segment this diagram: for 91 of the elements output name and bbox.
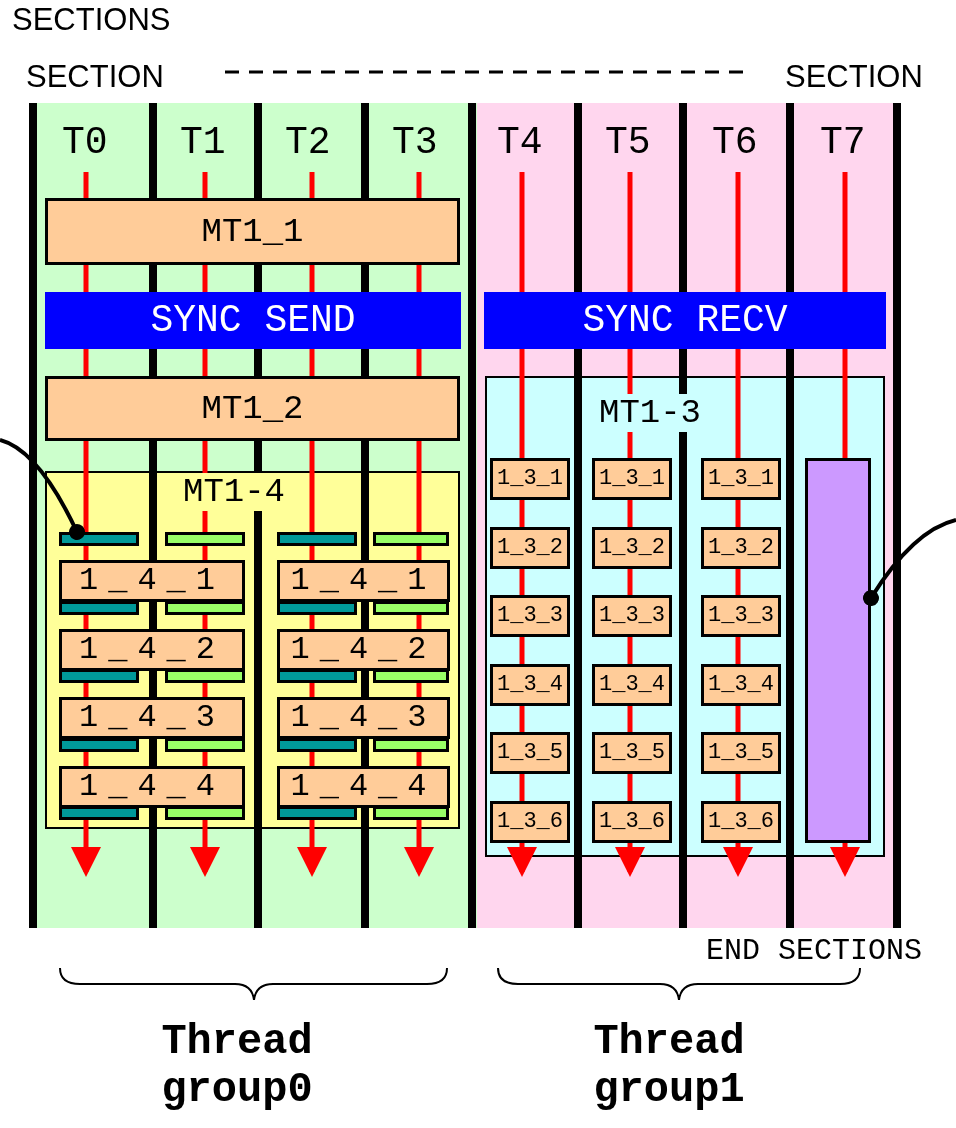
subtask-box bbox=[490, 526, 570, 569]
section-label: SECTION bbox=[785, 61, 923, 92]
section-label: SECTION bbox=[26, 61, 164, 92]
subtask-box bbox=[701, 526, 781, 569]
thread-label: T3 bbox=[392, 124, 438, 162]
box-label: 1_3_6 bbox=[708, 811, 774, 833]
thread-label: T0 bbox=[62, 124, 108, 162]
group-panel bbox=[485, 376, 885, 857]
box-label: 1_3_3 bbox=[599, 605, 665, 628]
subtask-box bbox=[277, 766, 450, 809]
sync-bar bbox=[45, 292, 461, 349]
leader-line bbox=[863, 518, 956, 606]
box-label: 1_3_3 bbox=[708, 605, 774, 628]
box-label: 1_3_3 bbox=[497, 605, 563, 628]
bar-marker bbox=[59, 532, 139, 546]
box-label: 1_3_2 bbox=[708, 536, 774, 559]
bar-marker bbox=[277, 806, 357, 820]
subtask-box bbox=[701, 663, 781, 706]
box-label: 1_3_1 bbox=[708, 468, 774, 490]
subtask-box bbox=[592, 526, 672, 569]
subtask-box bbox=[592, 458, 672, 500]
bar-marker bbox=[373, 806, 449, 820]
subtask-box bbox=[592, 732, 672, 775]
subtask-box bbox=[490, 663, 570, 706]
tall-bar bbox=[805, 458, 871, 843]
sync-bar bbox=[484, 292, 886, 349]
subtask-box bbox=[592, 595, 672, 638]
box-label: 1_3_5 bbox=[599, 742, 665, 765]
thread-label: T4 bbox=[497, 124, 543, 162]
subtask-box bbox=[701, 595, 781, 638]
subtask-box bbox=[277, 697, 450, 740]
box-label: 1_3_1 bbox=[599, 468, 665, 490]
box-label: 1_4_3 bbox=[290, 702, 437, 735]
box-label: 1_3_2 bbox=[497, 536, 563, 559]
bar-marker bbox=[373, 532, 449, 546]
leader-line bbox=[0, 438, 85, 540]
task-box bbox=[45, 198, 460, 265]
thread-group-label: Thread group1 bbox=[592, 1018, 746, 1115]
subtask-box bbox=[277, 560, 450, 602]
subtask-box bbox=[701, 801, 781, 843]
subtask-box bbox=[490, 458, 570, 500]
box-label: 1_3_4 bbox=[497, 673, 563, 696]
box-label: 1_3_6 bbox=[599, 811, 665, 833]
subtask-box bbox=[490, 732, 570, 775]
bar-marker bbox=[165, 806, 245, 820]
box-label: 1_4_2 bbox=[79, 633, 225, 666]
box-label: 1_3_4 bbox=[599, 673, 665, 696]
box-label: 1_4_2 bbox=[290, 633, 437, 666]
subtask-box bbox=[59, 628, 245, 671]
box-label: SYNC SEND bbox=[150, 301, 356, 340]
subtask-box bbox=[490, 801, 570, 843]
end-sections-label: END SECTIONS bbox=[706, 936, 923, 966]
thread-label: T6 bbox=[712, 124, 758, 162]
bar-marker bbox=[277, 532, 357, 546]
subtask-box bbox=[59, 697, 245, 740]
box-label: 1_3_1 bbox=[497, 468, 563, 490]
bar-marker bbox=[373, 669, 449, 683]
thread-label: T2 bbox=[285, 124, 331, 162]
subtask-box bbox=[277, 628, 450, 671]
subtask-box bbox=[701, 458, 781, 500]
bar-marker bbox=[59, 806, 139, 820]
subtask-box bbox=[592, 801, 672, 843]
group-panel bbox=[45, 471, 460, 829]
box-label: 1_3_5 bbox=[708, 742, 774, 765]
box-label: 1_3_6 bbox=[497, 811, 563, 833]
bar-marker bbox=[165, 669, 245, 683]
bar-marker bbox=[165, 532, 245, 546]
box-label: 1_4_1 bbox=[79, 565, 225, 597]
subtask-box bbox=[59, 560, 245, 602]
subtask-box bbox=[701, 732, 781, 775]
box-label: 1_3_4 bbox=[708, 673, 774, 696]
subtask-box bbox=[592, 663, 672, 706]
section-label: SECTIONS bbox=[12, 4, 171, 35]
subtask-box bbox=[490, 595, 570, 638]
box-label: 1_3_2 bbox=[599, 536, 665, 559]
box-label: 1_4_3 bbox=[79, 702, 225, 735]
box-label: SYNC RECV bbox=[582, 301, 788, 340]
task-box bbox=[45, 376, 460, 441]
thread-label: T5 bbox=[605, 124, 651, 162]
bar-marker bbox=[59, 669, 139, 683]
box-label: 1_3_5 bbox=[497, 742, 563, 765]
thread-label: T7 bbox=[820, 124, 866, 162]
box-label: 1_4_4 bbox=[290, 771, 437, 804]
bar-marker bbox=[277, 669, 357, 683]
box-label: 1_4_1 bbox=[290, 565, 437, 597]
thread-group-label: Thread group0 bbox=[160, 1018, 314, 1115]
box-label: MT1_1 bbox=[201, 214, 304, 249]
box-label: 1_4_4 bbox=[79, 771, 225, 804]
thread-label: T1 bbox=[180, 124, 226, 162]
subtask-box bbox=[59, 766, 245, 809]
box-label: MT1_2 bbox=[201, 391, 304, 426]
